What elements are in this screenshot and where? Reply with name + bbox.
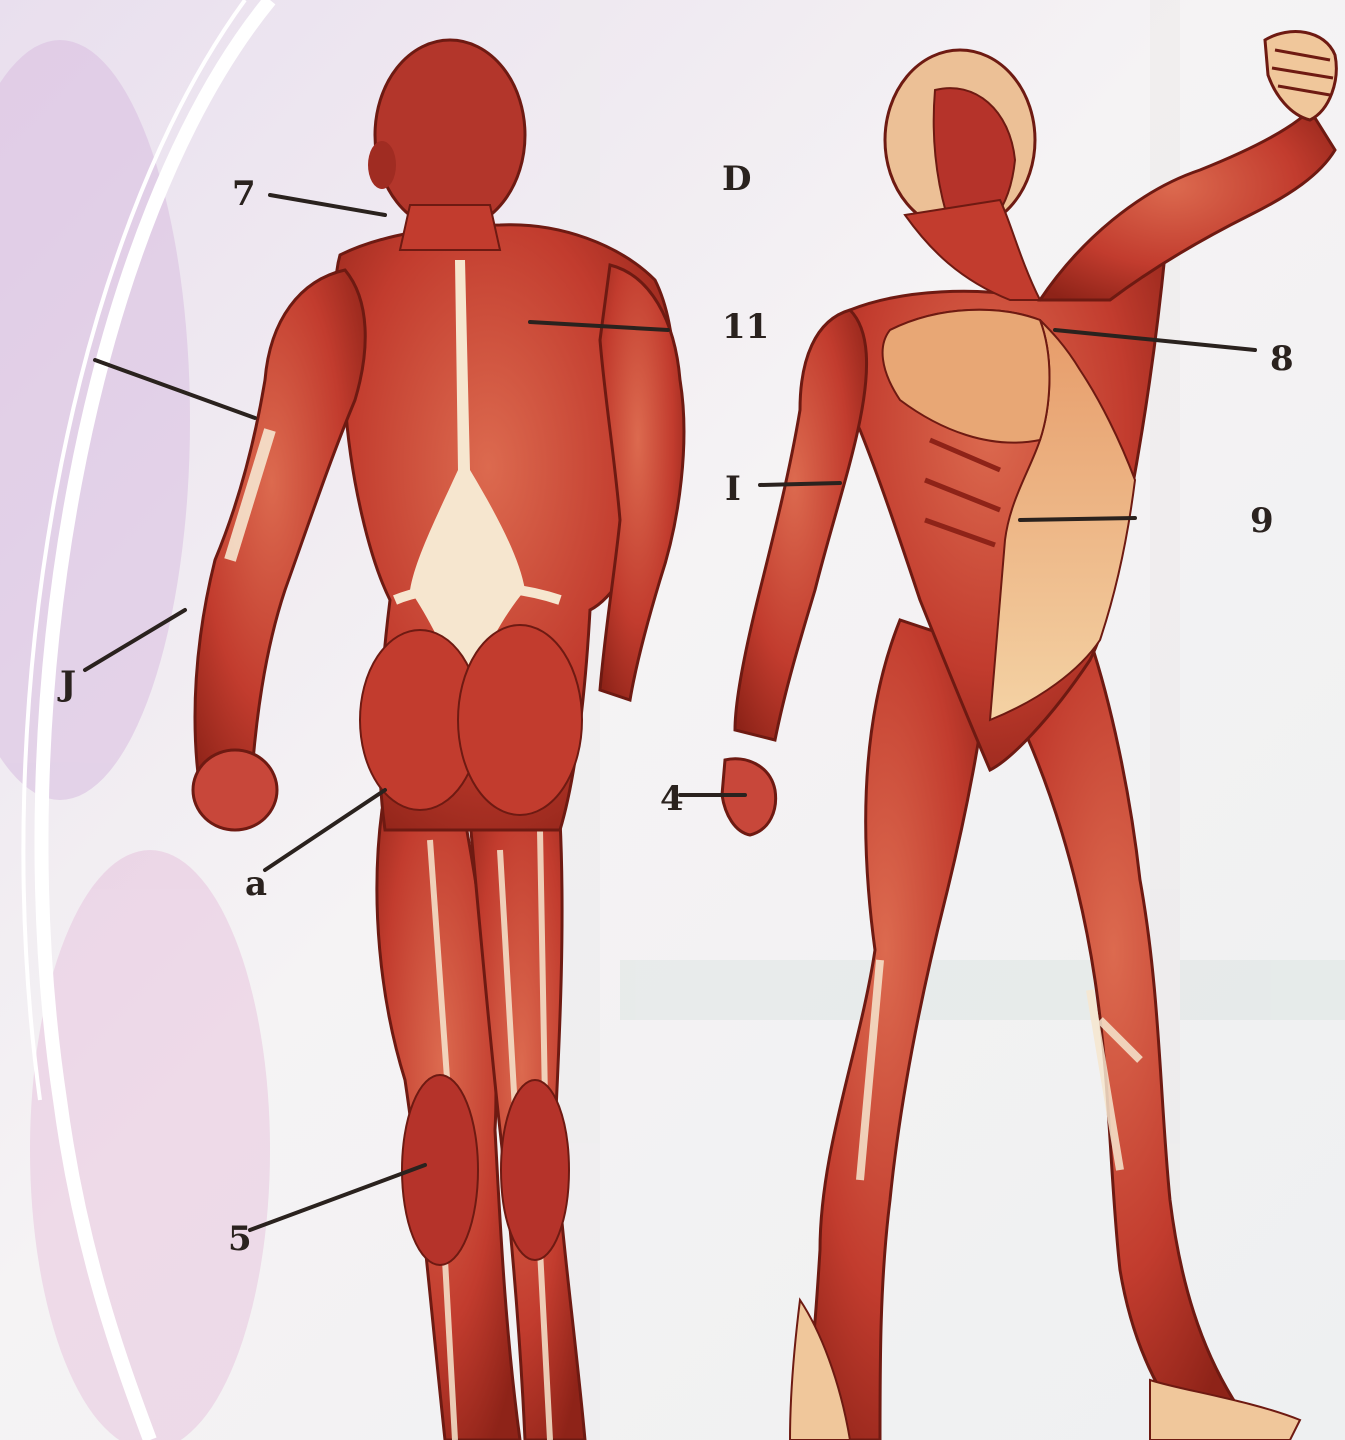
posterior-gluteal-right [458, 625, 582, 815]
label-front-hand: 4 [660, 779, 684, 819]
posterior-calf-right [501, 1080, 569, 1260]
label-front-abdomen: 9 [1250, 501, 1274, 541]
label-gluteal: a [245, 864, 267, 904]
posterior-head [375, 40, 525, 230]
label-front-chest: 8 [1270, 339, 1294, 379]
label-top-center: D [722, 159, 751, 199]
label-calf-back: 5 [228, 1219, 252, 1259]
posterior-neck [400, 205, 500, 250]
posterior-left-fist [193, 750, 277, 830]
leader-I [760, 483, 840, 485]
posterior-ear [368, 141, 396, 189]
label-neck-back: 7 [232, 174, 256, 214]
label-forearm-back: J [57, 664, 76, 704]
label-upper-back: 11 [722, 307, 769, 347]
leader-9 [1020, 518, 1135, 520]
label-front-arm: I [725, 469, 741, 509]
